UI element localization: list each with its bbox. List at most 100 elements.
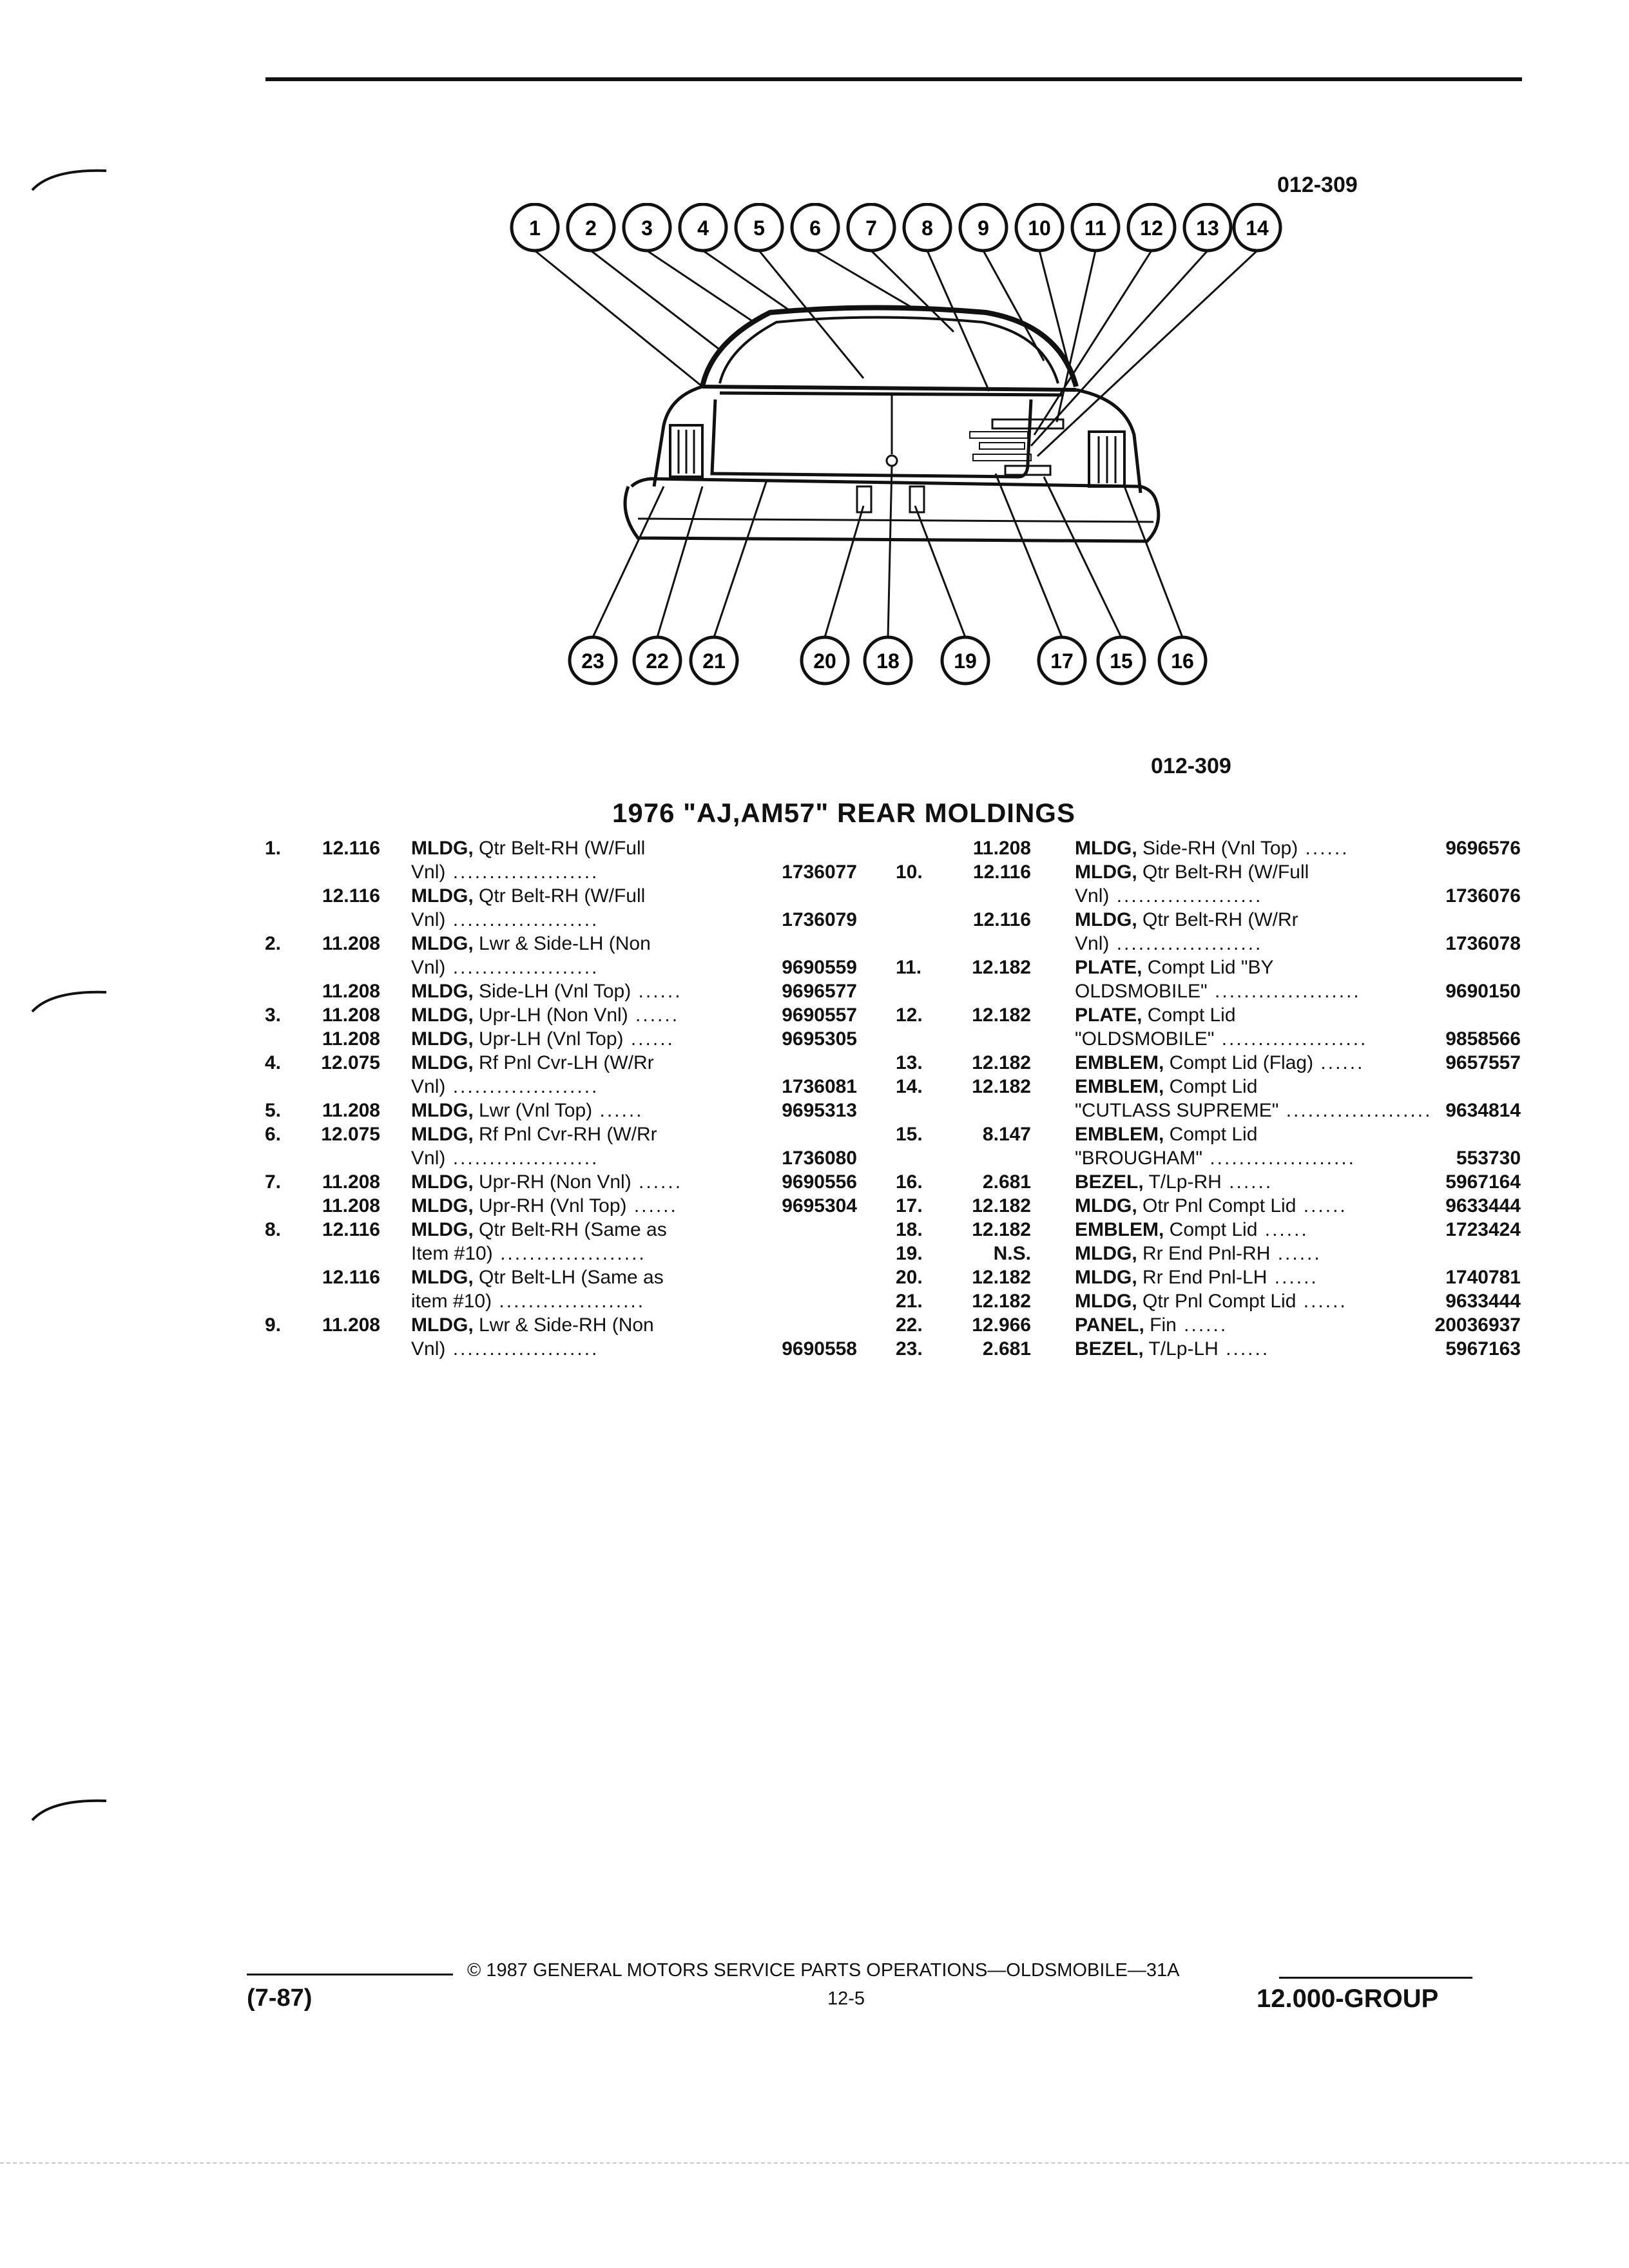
callout-number: 10: [1028, 216, 1051, 240]
item-number: 3.: [264, 1004, 281, 1026]
callout-number: 5: [753, 216, 765, 240]
leader-dots: ......: [1296, 1291, 1347, 1312]
parts-row: 4. 12.075 MLDG, Rf Pnl Cvr-LH (W/Rr: [258, 1051, 851, 1075]
part-name: MLDG,: [411, 838, 474, 859]
part-description: Vnl) ....................: [411, 956, 599, 979]
part-description-text: Rf Pnl Cvr-RH (W/Rr: [473, 1124, 657, 1145]
callout-6: 6: [790, 203, 840, 253]
part-description: MLDG, Qtr Belt-RH (W/Full: [411, 884, 645, 908]
group-number: 12.116: [322, 885, 380, 907]
part-description: MLDG, Side-LH (Vnl Top) ......: [411, 979, 682, 1003]
part-number: 9690556: [782, 1171, 857, 1193]
part-name: EMBLEM,: [1075, 1219, 1164, 1240]
leader-line: [870, 249, 955, 333]
callout-1: 1: [510, 203, 560, 253]
part-name: MLDG,: [411, 1195, 474, 1216]
part-name: MLDG,: [411, 1052, 474, 1073]
part-number: 9633444: [1445, 1195, 1521, 1216]
item-number: 13.: [896, 1052, 923, 1073]
callout-18: 18: [863, 635, 913, 686]
group-number: 12.116: [322, 838, 380, 859]
part-description: "CUTLASS SUPREME" ....................: [1075, 1099, 1432, 1122]
parts-row: "CUTLASS SUPREME" ....................96…: [896, 1099, 1521, 1122]
item-number: 23.: [896, 1338, 923, 1360]
group-number: 12.116: [322, 1219, 380, 1240]
part-name: MLDG,: [411, 1267, 474, 1288]
part-description: OLDSMOBILE" ....................: [1075, 979, 1361, 1003]
item-number: 16.: [896, 1171, 923, 1193]
parts-row: item #10) ....................: [258, 1289, 851, 1313]
part-description: MLDG, Qtr Belt-RH (W/Full: [1075, 860, 1309, 884]
footer-group: 12.000-GROUP: [1257, 1984, 1439, 2013]
callout-4: 4: [678, 203, 728, 253]
bottom-dashed-rule: [0, 2162, 1629, 2164]
callout-13: 13: [1182, 203, 1233, 253]
group-number: 12.116: [322, 1267, 380, 1288]
part-number: 9690150: [1445, 981, 1521, 1002]
part-description-text: Compt Lid (Flag): [1164, 1052, 1314, 1073]
part-description-text: Rf Pnl Cvr-LH (W/Rr: [473, 1052, 654, 1073]
callout-number: 12: [1140, 216, 1163, 240]
footer-right-rule: [1279, 1977, 1472, 1979]
leader-line: [1123, 486, 1184, 638]
part-description-text: Qtr Belt-RH (Same as: [473, 1219, 667, 1240]
part-description-text: "BROUGHAM": [1075, 1148, 1202, 1169]
group-number: 11.208: [972, 838, 1031, 859]
callout-number: 2: [585, 216, 597, 240]
footer-revision: (7-87): [247, 1984, 313, 2012]
footer-page-number: 12-5: [827, 1988, 865, 2009]
callout-16: 16: [1157, 635, 1208, 686]
leader-dots: ......: [628, 1004, 680, 1026]
part-description: PLATE, Compt Lid: [1075, 1003, 1236, 1027]
part-description-text: Upr-RH (Vnl Top): [473, 1195, 627, 1216]
leader-line: [824, 505, 865, 638]
callout-number: 15: [1110, 649, 1133, 673]
leader-line: [646, 249, 755, 323]
part-name: MLDG,: [411, 1219, 474, 1240]
item-number: 20.: [896, 1267, 923, 1288]
part-name: MLDG,: [1075, 1267, 1137, 1288]
leader-dots: ......: [631, 981, 682, 1002]
part-description: PANEL, Fin ......: [1075, 1313, 1228, 1337]
callout-number: 20: [813, 649, 836, 673]
group-number: 12.075: [321, 1052, 380, 1073]
leader-line: [702, 249, 793, 314]
part-description-text: Item #10): [411, 1243, 493, 1264]
group-number: 12.182: [972, 957, 1031, 978]
leader-line: [656, 486, 704, 638]
part-description: MLDG, Otr Pnl Compt Lid ......: [1075, 1194, 1347, 1218]
part-description-text: Vnl): [1075, 885, 1110, 907]
part-number: 1740781: [1445, 1267, 1521, 1288]
leader-dots: ......: [1298, 838, 1349, 859]
scan-mark-bottom: [31, 1799, 107, 1821]
callout-number: 14: [1246, 216, 1269, 240]
item-number: 6.: [264, 1124, 281, 1145]
callout-11: 11: [1070, 203, 1121, 253]
parts-row: Item #10) ....................: [258, 1242, 851, 1265]
part-description: MLDG, Upr-LH (Non Vnl) ......: [411, 1003, 679, 1027]
item-number: 9.: [264, 1314, 281, 1336]
part-name: MLDG,: [1075, 909, 1137, 930]
parts-row: Vnl) ....................1736080: [258, 1146, 857, 1170]
callout-12: 12: [1126, 203, 1177, 253]
leader-line: [1033, 250, 1153, 436]
callout-number: 17: [1050, 649, 1074, 673]
item-number: 4.: [264, 1052, 281, 1073]
part-description: MLDG, Qtr Belt-RH (Same as: [411, 1218, 667, 1242]
callout-23: 23: [568, 635, 618, 686]
leader-dots: ....................: [1278, 1100, 1432, 1121]
part-description: EMBLEM, Compt Lid (Flag) ......: [1075, 1051, 1364, 1075]
part-description-text: item #10): [411, 1291, 492, 1312]
callout-number: 6: [809, 216, 821, 240]
leader-line: [815, 249, 916, 311]
part-description: Vnl) ....................: [411, 908, 599, 932]
